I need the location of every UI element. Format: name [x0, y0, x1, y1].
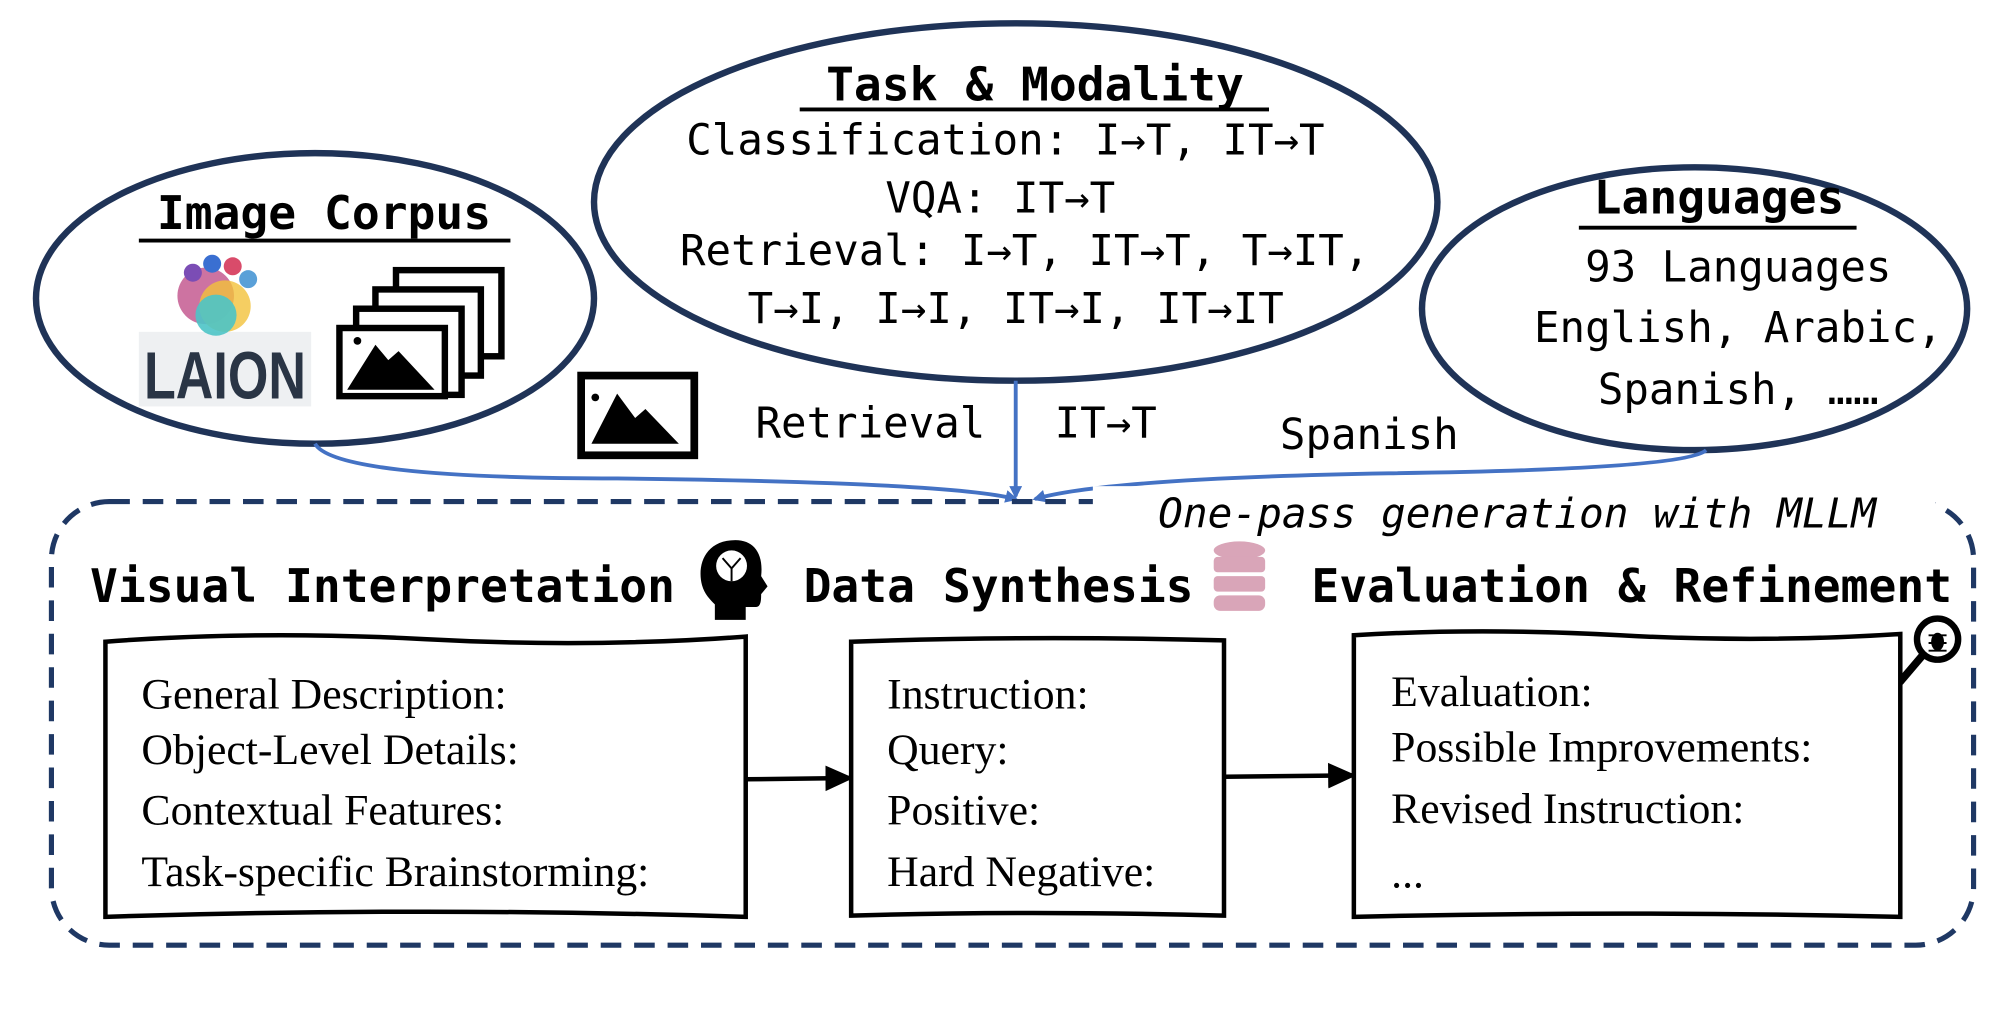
task-line: Classification: I→T, IT→T: [686, 116, 1324, 165]
languages-line: Spanish, ……: [1598, 366, 1879, 415]
task-line: VQA: IT→T: [885, 174, 1115, 223]
image-stack-icon: [336, 266, 505, 400]
field-label: Task-specific Brainstorming:: [141, 848, 649, 896]
image-icon: [577, 371, 699, 460]
data-synthesis-box: Instruction: Query: Positive: Hard Negat…: [848, 635, 1227, 918]
sampled-language: Spanish: [1280, 411, 1459, 460]
field-label: Contextual Features:: [141, 786, 504, 834]
field-label: Possible Improvements:: [1391, 723, 1812, 771]
stage-title-data-synthesis: Data Synthesis: [804, 559, 1194, 613]
image-corpus-title: Image Corpus: [157, 186, 491, 240]
field-label: General Description:: [141, 671, 506, 719]
visual-interpretation-box: General Description: Object-Level Detail…: [103, 632, 748, 920]
languages-line: 93 Languages: [1585, 244, 1891, 293]
languages-title: Languages: [1594, 171, 1845, 225]
stage-title-evaluation-refinement: Evaluation & Refinement: [1311, 559, 1952, 613]
image-corpus-node: Image Corpus LAION: [32, 149, 598, 447]
svg-text:LAION: LAION: [144, 339, 306, 414]
task-line: Retrieval: I→T, IT→T, T→IT,: [680, 227, 1369, 276]
field-label: Query:: [887, 726, 1008, 774]
brain-head-icon: [700, 540, 768, 620]
stage-title-visual-interpretation: Visual Interpretation: [90, 559, 675, 613]
task-modality-title: Task & Modality: [826, 57, 1244, 111]
field-label: ...: [1391, 849, 1424, 897]
field-label: Positive:: [887, 786, 1040, 834]
sampled-modality: IT→T: [1055, 399, 1157, 448]
languages-line: English, Arabic,: [1534, 304, 1943, 353]
arrow-corpus-to-pipeline: [313, 442, 1019, 503]
evaluation-refinement-box: Evaluation: Possible Improvements: Revis…: [1351, 629, 1903, 920]
field-label: Revised Instruction:: [1391, 785, 1744, 833]
arrow-to-evaluation: [1223, 762, 1357, 789]
laion-logo: LAION: [138, 254, 312, 414]
sampled-task: Retrieval: [756, 399, 986, 448]
languages-node: Languages 93 Languages English, Arabic, …: [1418, 164, 1971, 454]
field-label: Hard Negative:: [887, 848, 1155, 896]
task-modality-node: Task & Modality Classification: I→T, IT→…: [590, 20, 1441, 384]
database-icon: [1213, 541, 1266, 611]
task-line: T→I, I→I, IT→I, IT→IT: [748, 285, 1284, 334]
field-label: Instruction:: [887, 671, 1088, 719]
pipeline-container: [48, 499, 1977, 948]
field-label: Object-Level Details:: [141, 726, 518, 774]
bug-magnifier-icon: [1896, 615, 1962, 686]
pipeline-caption: One-pass generation with MLLM: [1158, 489, 1877, 537]
field-label: Evaluation:: [1391, 668, 1592, 716]
arrow-to-data-synthesis: [745, 765, 854, 792]
